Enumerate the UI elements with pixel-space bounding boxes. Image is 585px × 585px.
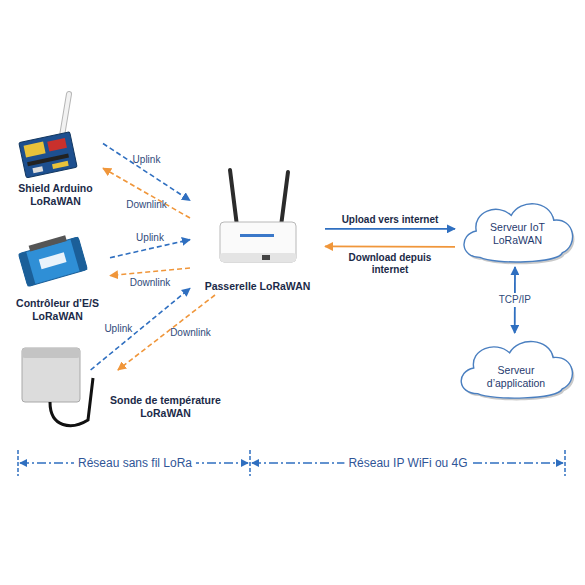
radio-link-arrow [110, 268, 190, 276]
server-name: Serveur IoT LoRaWAN [479, 221, 557, 246]
node-text-holder: Shield Arduino LoRaWAN [8, 182, 103, 207]
radio-link-arrow [118, 295, 215, 370]
cloud-server: Serveur d’application [452, 333, 580, 403]
controller-label-plate [39, 252, 67, 269]
probe-housing [22, 348, 80, 402]
network-zone-label: Réseau sans fil LoRa [74, 456, 196, 470]
device-name: Passerelle LoRaWAN [190, 280, 325, 293]
radio-link-arrow [103, 144, 190, 201]
span-tick [17, 450, 19, 476]
network-span-bracket [18, 450, 565, 476]
connector-label: Uplink [136, 232, 164, 244]
antenna [230, 170, 237, 226]
device-name: Contrôleur d’E/S LoRaWAN [5, 297, 110, 322]
gateway-node: Passerelle LoRaWAN [190, 160, 325, 295]
gateway-logo [240, 234, 274, 237]
node-text-holder: Passerelle LoRaWAN [190, 280, 325, 293]
device-node: Shield Arduino LoRaWAN [8, 115, 103, 210]
pcb-board [19, 132, 77, 178]
span-tick [564, 450, 566, 476]
connector-label: Uplink [104, 323, 132, 335]
probe-lid [22, 348, 80, 358]
connector-label: Upload vers internet [342, 214, 439, 226]
node-text-holder: Sonde de température LoRaWAN [103, 394, 228, 419]
gateway-illustration [220, 170, 296, 262]
cloud-server: Serveur IoT LoRaWAN [455, 195, 580, 267]
network-zone-label: Réseau IP WiFi ou 4G [344, 456, 471, 470]
device-node: Contrôleur d’E/S LoRaWAN [5, 222, 110, 327]
gateway-body [220, 222, 296, 262]
connector-label: Uplink [133, 154, 161, 166]
cloud-shape [461, 342, 572, 399]
io-controller-illustration [17, 232, 87, 287]
node-text-holder: Serveur d’application [452, 333, 580, 403]
component [52, 161, 69, 169]
temperature-probe-illustration [22, 348, 93, 426]
end-cap [18, 252, 35, 287]
server-name: Serveur d’application [477, 364, 555, 389]
node-text-holder: Serveur IoT LoRaWAN [455, 195, 580, 267]
node-text-holder: Contrôleur d’E/S LoRaWAN [5, 297, 110, 322]
connector-label: Downlink [170, 327, 211, 339]
connector-label: Downlink [126, 199, 167, 211]
device-name: Shield Arduino LoRaWAN [8, 182, 103, 207]
component [47, 138, 67, 152]
device-name: Sonde de température LoRaWAN [103, 394, 228, 419]
arduino-shield-illustration [19, 132, 77, 178]
component [24, 142, 46, 158]
probe-cable [50, 378, 93, 426]
span-tick [249, 450, 251, 476]
radio-link-arrow [103, 168, 190, 218]
gateway-base [220, 253, 296, 262]
antenna [281, 172, 288, 226]
connector-label: Download depuis internet [344, 252, 436, 276]
terminal-block [29, 235, 67, 251]
cloud-shape [464, 204, 573, 262]
ethernet-port [262, 255, 270, 260]
connector-label: TCP/IP [496, 293, 534, 307]
connector-label: Downlink [130, 277, 171, 289]
network-link-arrow [325, 228, 455, 230]
network-link-arrow [325, 245, 455, 247]
component [32, 166, 43, 173]
end-cap [70, 237, 87, 272]
device-node: Sonde de température LoRaWAN [15, 370, 225, 425]
